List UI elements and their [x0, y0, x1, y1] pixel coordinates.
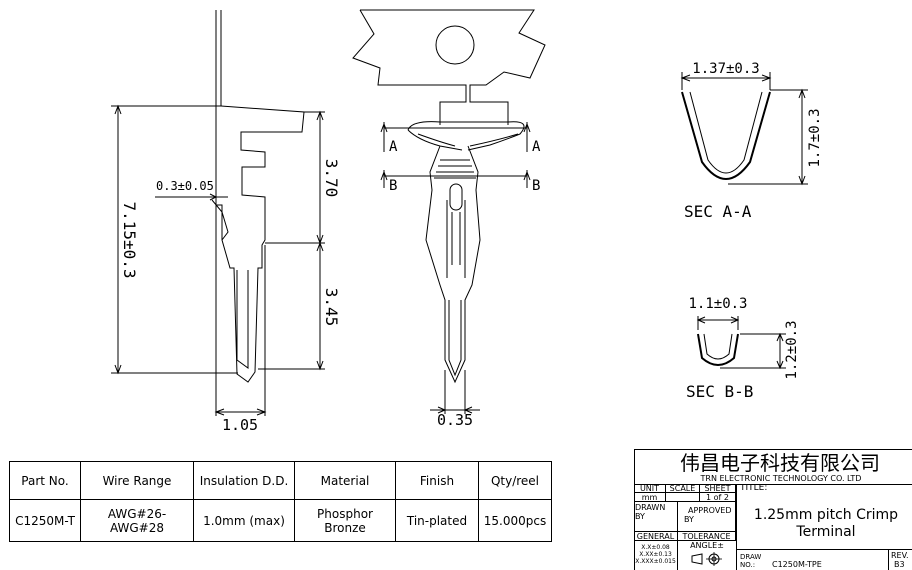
- lower-length-label: 3.45: [322, 288, 341, 327]
- side-view-carrier: [215, 10, 222, 372]
- header-insulation: Insulation D.D.: [193, 461, 295, 500]
- sec-bb-width-label: 1.1±0.3: [688, 296, 747, 312]
- section-b-right: B: [532, 178, 540, 194]
- cell-insulation: 1.0mm (max): [193, 499, 295, 542]
- thickness-label: 0.3±0.05: [156, 179, 214, 193]
- drawn-by-label: DRAWN BY: [634, 502, 678, 532]
- front-view-body: [425, 145, 481, 384]
- section-aa-view: [680, 72, 808, 186]
- side-view-barb: [211, 199, 229, 241]
- spec-table-header-row: Part No. Wire Range Insulation D.D. Mate…: [9, 461, 552, 500]
- spec-table: Part No. Wire Range Insulation D.D. Mate…: [9, 461, 552, 542]
- draw-no-label: DRAW NO.:: [740, 553, 770, 570]
- header-finish: Finish: [395, 461, 479, 500]
- tolerance-values: X.X±0.08 X.XX±0.13 X.XXX±0.015: [634, 541, 678, 570]
- unit-value: mm: [634, 493, 666, 502]
- drawing-title-line-1: 1.25mm pitch Crimp: [753, 507, 899, 523]
- front-view-carrier: [352, 9, 546, 125]
- tolerance-2: X.XX±0.13: [639, 551, 672, 558]
- header-material: Material: [294, 461, 396, 500]
- section-aa-profile: [681, 91, 771, 180]
- section-bb-profile: [697, 333, 739, 366]
- side-view-profile: [216, 105, 305, 383]
- cell-material: Phosphor Bronze: [294, 499, 396, 542]
- scale-value: [666, 493, 700, 502]
- title-block-frame: [634, 449, 912, 570]
- section-a-right: A: [532, 139, 541, 155]
- header-qty: Qty/reel: [478, 461, 552, 500]
- unit-label: UNIT: [634, 484, 666, 493]
- approved-line-1: APPROVED: [688, 506, 732, 515]
- rev-label: REV.: [891, 551, 909, 560]
- draw-label-1: DRAW: [740, 553, 762, 561]
- overall-length-label: 7.15±0.3: [120, 201, 139, 278]
- general-label: GENERAL: [634, 532, 678, 541]
- material-line-2: Bronze: [324, 520, 366, 535]
- drawing-title-line-2: Terminal: [796, 524, 856, 540]
- side-view: [111, 10, 325, 416]
- section-b-left: B: [389, 178, 397, 194]
- rev-value: B3: [894, 560, 905, 569]
- width-label: 1.05: [222, 416, 258, 434]
- tip-width-label: 0.35: [437, 411, 473, 429]
- header-wire-range: Wire Range: [80, 461, 194, 500]
- draw-no-value: C1250M-TPE: [772, 560, 822, 569]
- cell-finish: Tin-plated: [395, 499, 479, 542]
- insulation-wings: [407, 121, 525, 151]
- sheet-label: SHEET: [700, 484, 736, 493]
- front-view: [352, 9, 546, 414]
- company-en-name: TRN ELECTRONIC TECHNOLOGY CO. LTD: [700, 474, 862, 483]
- pilot-hole: [435, 25, 475, 65]
- title-label: TITLE:: [740, 484, 768, 493]
- cell-part-no: C1250M-T: [9, 499, 81, 542]
- side-view-inner: [236, 270, 249, 369]
- section-bb-view: [696, 316, 786, 370]
- sheet-value: 1 of 2: [700, 493, 736, 502]
- rev-cell: REV. B3: [888, 549, 912, 570]
- sec-aa-height-label: 1.7±0.3: [807, 108, 823, 167]
- table-row: C1250M-T AWG#26-AWG#28 1.0mm (max) Phosp…: [9, 499, 552, 542]
- section-a-left: A: [389, 139, 398, 155]
- sec-bb-height-label: 1.2±0.3: [784, 320, 800, 379]
- sec-bb-title: SEC B-B: [686, 382, 753, 401]
- draw-label-2: NO.:: [740, 561, 756, 569]
- projection-symbol-icon: [690, 552, 726, 568]
- company-cn-name: 伟昌电子科技有限公司: [680, 451, 880, 475]
- sec-aa-width-label: 1.37±0.3: [692, 61, 759, 77]
- header-part-no: Part No.: [9, 461, 81, 500]
- tolerance-3: X.XXX±0.015: [635, 558, 676, 565]
- cell-qty: 15.000pcs: [478, 499, 552, 542]
- angle-label: ANGLE±: [690, 541, 724, 550]
- scale-label: SCALE: [666, 484, 700, 493]
- cell-wire-range: AWG#26-AWG#28: [80, 499, 194, 542]
- tolerance-label: TOLERANCE: [678, 532, 736, 541]
- tolerance-1: X.X±0.08: [641, 544, 670, 551]
- approved-line-2: BY: [684, 515, 694, 524]
- approved-by-cell: APPROVED BY: [678, 502, 736, 532]
- upper-length-label: 3.70: [322, 159, 341, 198]
- material-line-1: Phosphor: [317, 506, 373, 521]
- sec-aa-title: SEC A-A: [684, 202, 752, 221]
